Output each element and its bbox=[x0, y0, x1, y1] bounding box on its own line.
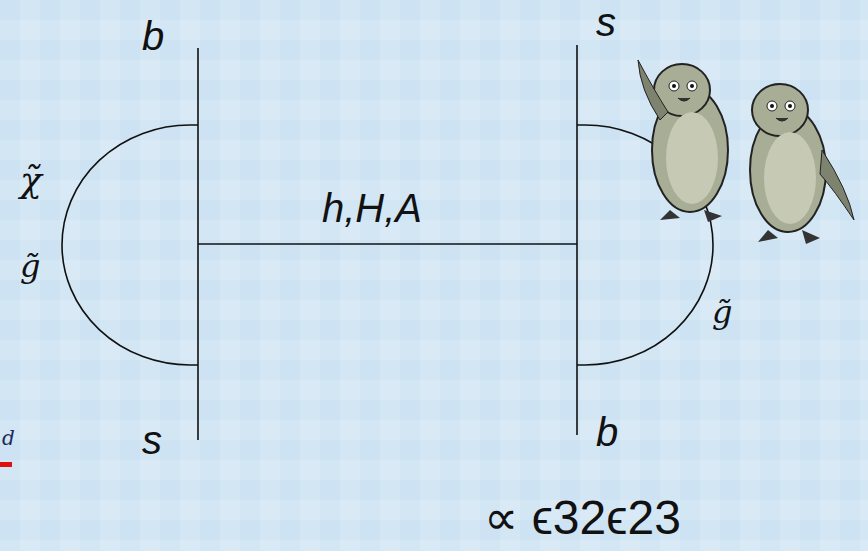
quark-line bbox=[576, 45, 578, 435]
proportionality-note: ∝ ϵ32ϵ23 bbox=[484, 494, 681, 542]
quark-label: s bbox=[596, 2, 616, 42]
particle-label: g̃ bbox=[712, 296, 732, 328]
particle-label: g̃ bbox=[20, 250, 40, 282]
quark-label: s bbox=[142, 420, 162, 460]
propagator-label: h,H,A bbox=[322, 188, 422, 228]
red-mark bbox=[0, 462, 12, 467]
neutralino-gluino-loop bbox=[62, 125, 198, 365]
penguins-illustration bbox=[638, 60, 854, 244]
higgs-propagator bbox=[198, 243, 577, 245]
quark-label: b bbox=[596, 412, 618, 452]
fragment-label: d bbox=[2, 428, 15, 448]
quark-label: b bbox=[142, 16, 164, 56]
particle-label: χ̃ bbox=[20, 162, 42, 198]
